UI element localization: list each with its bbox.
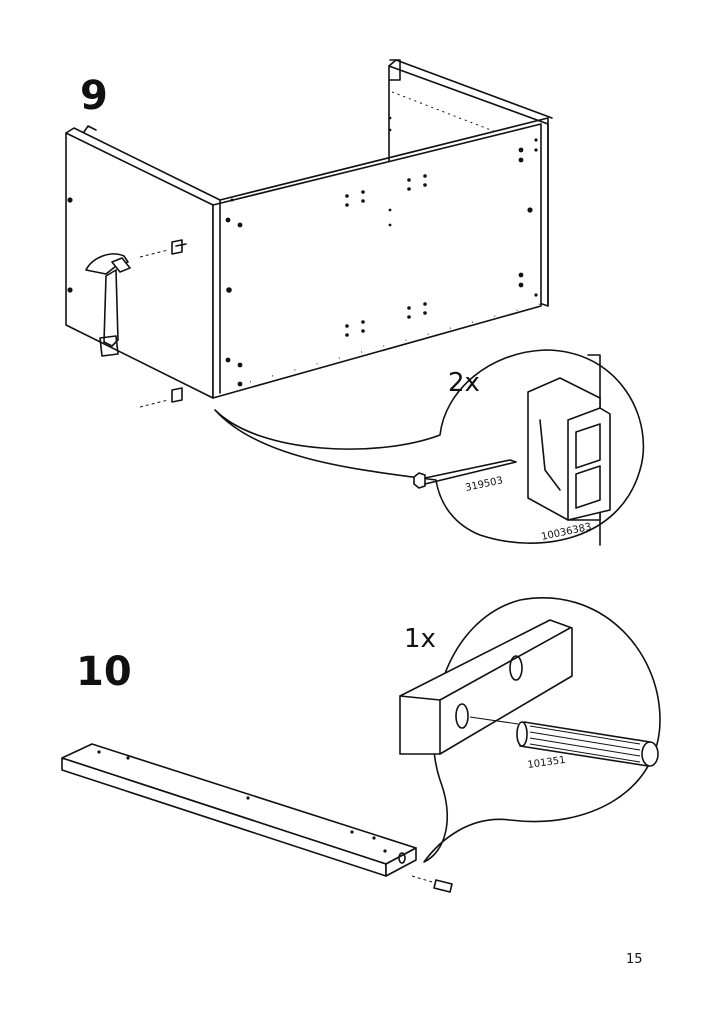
bracket-part-icon: 10036383 [527,354,611,546]
step-number-9: 9 [80,73,108,119]
page-number: 15 [626,952,643,967]
board-end-detail [399,619,573,755]
cabinet-carcass [65,59,553,399]
step-number-10: 10 [76,649,132,695]
top-panel-front [212,123,542,399]
pin-part-icon: 319503 [413,459,517,494]
dowel-part-icon: 101351 [516,721,659,771]
quantity-label-step-9: 2x [448,368,480,398]
bracket-icon [139,239,187,408]
shelf-pin-holes [67,116,538,387]
dowel-small-icon [411,875,453,893]
hammer-icon [85,253,131,357]
part-number-10036383: 10036383 [540,522,592,543]
part-number-319503: 319503 [464,475,504,494]
rail-panel [61,743,417,877]
quantity-label-step-10: 1x [404,624,436,654]
part-number-101351: 101351 [527,755,566,771]
detail-callout-bubble [423,597,661,863]
